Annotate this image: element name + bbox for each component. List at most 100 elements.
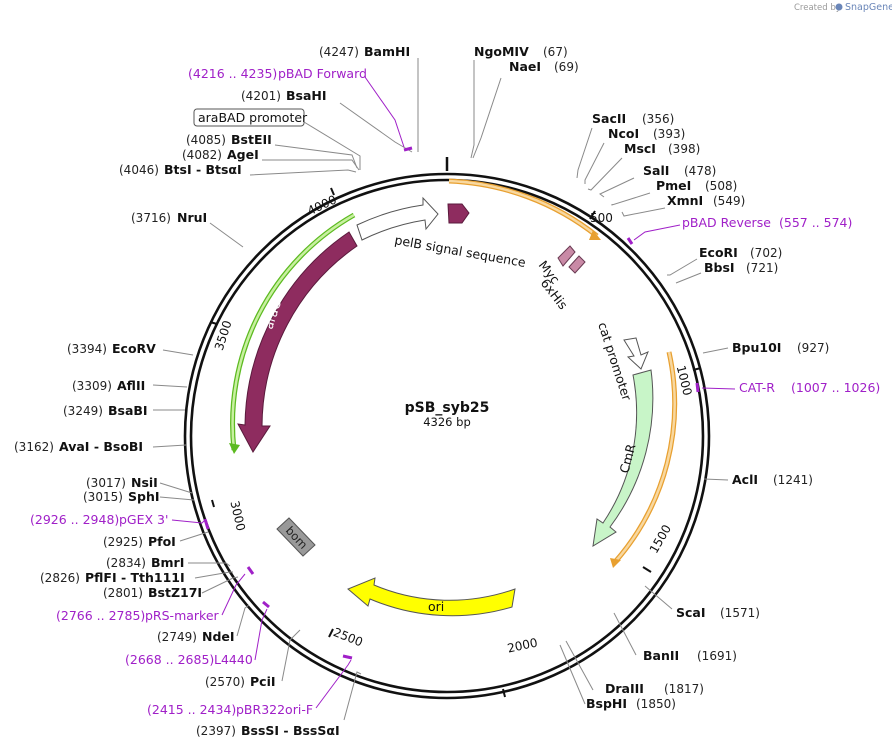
feature-label-araBAD-promoter: araBAD promoter (198, 110, 308, 125)
primer-pos-pBAD-Forward: (4216 .. 4235) (188, 66, 277, 81)
site-name-SalI: SalI (643, 163, 669, 178)
site-pos-NsiI: (3017) (86, 476, 126, 490)
site-pos-XmnI: (549) (713, 194, 745, 208)
site-name-NcoI: NcoI (608, 126, 639, 141)
site-pos-AflII: (3309) (72, 379, 112, 393)
site-pos-BmrI: (2834) (106, 556, 146, 570)
site-pos-EcoRI: (702) (750, 246, 782, 260)
feature-pelB (447, 203, 470, 224)
plasmid-name: pSB_syb25 (405, 400, 490, 416)
site-name-DraIII: DraIII (605, 681, 644, 696)
primer-name-pBR322ori-F: pBR322ori-F (236, 702, 313, 717)
tick-label-1500: 1500 (647, 522, 674, 555)
site-pos-SalI: (478) (684, 164, 716, 178)
primer-pos-pRS-marker: (2766 .. 2785) (56, 608, 145, 623)
feature-araBAD-promoter (356, 196, 439, 241)
primer-name-L4440: L4440 (214, 652, 253, 667)
primer-name-pBAD-Forward: pBAD Forward (278, 66, 367, 81)
feature-label-cat-promoter: cat promoter (595, 320, 635, 403)
orf-highlight-right-arrow (610, 558, 621, 568)
site-pos-BamHI: (4247) (319, 45, 359, 59)
scale-ticks: 500 1000 1500 2000 2500 3000 3500 4000 (209, 187, 702, 698)
site-pos-ScaI: (1571) (720, 606, 760, 620)
site-name-NaeI: NaeI (509, 59, 541, 74)
site-pos-PfoI: (2925) (103, 535, 143, 549)
site-name-BtsI: BtsI - BtsαI (164, 162, 242, 177)
site-name-MscI: MscI (624, 141, 656, 156)
site-pos-SacII: (356) (642, 112, 674, 126)
primer-name-pGEX3: pGEX 3' (119, 512, 168, 527)
tick-label-2000: 2000 (506, 635, 539, 655)
feature-label-6xHis: 6xHis (538, 276, 571, 313)
feature-label-CmR: CmR (616, 442, 638, 475)
primer-pos-pGEX3: (2926 .. 2948) (30, 512, 119, 527)
tick-label-4000: 4000 (305, 192, 339, 218)
site-pos-BstEII: (4085) (186, 133, 226, 147)
site-name-NsiI: NsiI (131, 475, 158, 490)
site-pos-BsaHI: (4201) (241, 89, 281, 103)
site-pos-EcoRV: (3394) (67, 342, 107, 356)
backbone-inner-ring (189, 178, 705, 694)
site-pos-BtsI: (4046) (119, 163, 159, 177)
site-pos-BanII: (1691) (697, 649, 737, 663)
site-name-PciI: PciI (250, 674, 276, 689)
feature-label-pelB: pelB signal sequence (393, 232, 527, 270)
feature-cat-promoter (623, 337, 649, 370)
site-name-AclI: AclI (732, 472, 758, 487)
feature-6xHis (568, 255, 586, 274)
site-pos-PciI: (2570) (205, 675, 245, 689)
site-name-NruI: NruI (177, 210, 207, 225)
site-name-NdeI: NdeI (202, 629, 235, 644)
tick-label-3000: 3000 (227, 499, 248, 532)
feature-ori (347, 577, 516, 617)
site-name-BamHI: BamHI (364, 44, 410, 59)
snapgene-logo-icon (835, 3, 843, 11)
site-name-BstZ17I: BstZ17I (148, 585, 202, 600)
site-name-ScaI: ScaI (676, 605, 706, 620)
site-pos-NgoMIV: (67) (543, 45, 568, 59)
site-name-PfoI: PfoI (148, 534, 176, 549)
site-pos-PflFI: (2826) (40, 571, 80, 585)
credit-brand: SnapGene (845, 2, 892, 13)
site-name-BsaHI: BsaHI (286, 88, 327, 103)
site-pos-BspHI: (1850) (636, 697, 676, 711)
primer-pos-CAT-R: (1007 .. 1026) (791, 380, 880, 395)
site-name-BssSI: BssSI - BssSαI (241, 723, 340, 738)
site-pos-PmeI: (508) (705, 179, 737, 193)
site-name-PmeI: PmeI (656, 178, 691, 193)
primer-name-pRS-marker: pRS-marker (145, 608, 220, 623)
primer-name-CAT-R: CAT-R (739, 380, 775, 395)
orf-highlight-left-arrow (229, 443, 240, 454)
feature-label-araBAD-box: araBAD promoter (193, 108, 361, 170)
primer-pos-L4440: (2668 .. 2685) (125, 652, 214, 667)
site-name-BanII: BanII (643, 648, 679, 663)
plasmid-length: 4326 bp (423, 415, 471, 429)
primer-name-pBAD-Reverse: pBAD Reverse (682, 215, 771, 230)
feature-Myc (557, 245, 576, 267)
site-pos-BstZ17I: (2801) (103, 586, 143, 600)
site-pos-MscI: (398) (668, 142, 700, 156)
site-name-XmnI: XmnI (667, 193, 703, 208)
orf-highlight-top-arrow (589, 230, 601, 240)
site-name-EcoRV: EcoRV (112, 341, 156, 356)
site-name-PflFI: PflFI - Tth111I (85, 570, 185, 585)
site-name-SacII: SacII (592, 111, 626, 126)
site-name-BspHI: BspHI (586, 696, 627, 711)
site-pos-AgeI: (4082) (182, 148, 222, 162)
site-pos-BssSI: (2397) (196, 724, 236, 738)
site-pos-SphI: (3015) (83, 490, 123, 504)
site-pos-AvaI: (3162) (14, 440, 54, 454)
site-name-BsaBI: BsaBI (108, 403, 148, 418)
feature-bom (276, 517, 316, 557)
primer-pos-pBAD-Reverse: (557 .. 574) (779, 215, 852, 230)
site-pos-BsaBI: (3249) (63, 404, 103, 418)
site-pos-NruI: (3716) (131, 211, 171, 225)
site-name-EcoRI: EcoRI (699, 245, 738, 260)
feature-label-ori: ori (428, 599, 444, 614)
tick-label-500: 500 (590, 211, 613, 225)
primer-pos-pBR322ori-F: (2415 .. 2434) (147, 702, 236, 717)
feature-araC (237, 231, 358, 453)
site-name-AvaI: AvaI - BsoBI (59, 439, 143, 454)
site-name-BstEII: BstEII (231, 132, 272, 147)
